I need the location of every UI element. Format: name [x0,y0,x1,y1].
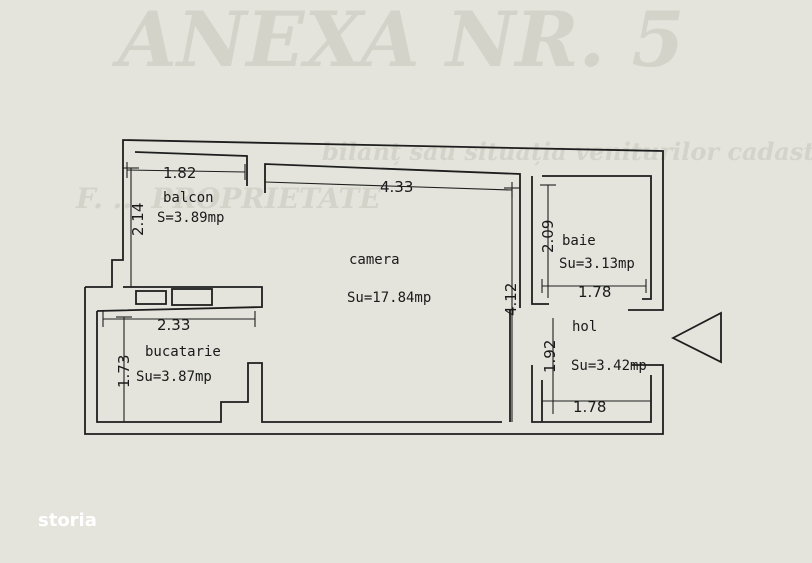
room-balcon-area: S=3.89mp [157,210,224,226]
kitchen-counter [135,288,213,306]
watermark-title: ANEXA NR. 5 [112,0,684,84]
dim-baie-height: 2.09 [539,220,557,253]
watermark-line-1: bilanț sau situația veniturilor cadastru… [322,137,812,166]
dim-balcon-height: 2.14 [129,203,147,236]
room-camera-area: Su=17.84mp [347,290,431,306]
room-hol-area: Su=3.42mp [571,358,647,374]
dim-balcon-width: 1.82 [163,164,196,182]
room-hol-name: hol [572,319,597,335]
storia-logo: storia [38,510,97,531]
room-camera-name: camera [349,252,400,268]
dim-bucatarie-height: 1.73 [115,355,133,388]
dim-bucatarie-width: 2.33 [157,316,190,334]
room-baie-name: baie [562,233,596,249]
entrance-arrow-icon [671,311,722,364]
room-baie-area: Su=3.13mp [559,256,635,272]
room-bucatarie-name: bucatarie [145,344,221,360]
watermark-line-2: F. ... PROPRIETATE [75,182,381,215]
dim-camera-height: 4.12 [502,283,520,316]
room-bucatarie-area: Su=3.87mp [136,369,212,385]
dim-hol-height: 1.92 [541,340,559,373]
dim-hol-width: 1.78 [573,398,606,416]
dim-camera-width: 4.33 [380,178,413,196]
dimension-lines [102,162,652,422]
room-balcon-name: balcon [163,190,214,206]
dim-baie-width: 1.78 [578,283,611,301]
